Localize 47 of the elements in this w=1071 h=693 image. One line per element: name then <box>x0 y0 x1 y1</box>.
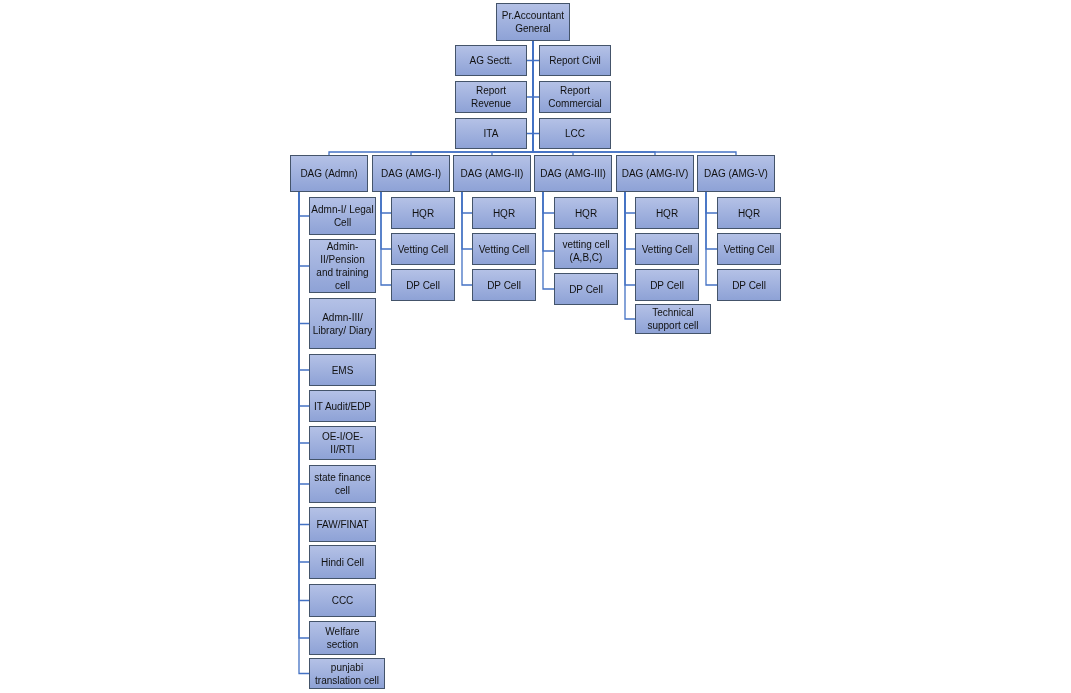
org-box: Admn-III/ Library/ Diary <box>309 298 376 349</box>
org-box: EMS <box>309 354 376 386</box>
org-box: ITA <box>455 118 527 149</box>
org-box: DAG (AMG-I) <box>372 155 450 192</box>
org-box: HQR <box>554 197 618 229</box>
org-box: DAG (Admn) <box>290 155 368 192</box>
connector-line <box>532 40 737 156</box>
org-box: DP Cell <box>717 269 781 301</box>
org-box: HQR <box>472 197 536 229</box>
org-box: Hindi Cell <box>309 545 376 579</box>
connector-line <box>542 191 555 290</box>
org-box: DP Cell <box>472 269 536 301</box>
org-box: punjabi translation cell <box>309 658 385 689</box>
org-box: Vetting Cell <box>717 233 781 265</box>
org-box: DP Cell <box>391 269 455 301</box>
org-box: Technical support cell <box>635 304 711 334</box>
org-box: HQR <box>717 197 781 229</box>
org-box: DP Cell <box>635 269 699 301</box>
org-box: Admin-II/Pension and training cell <box>309 239 376 293</box>
connector-line <box>624 191 636 320</box>
org-box: Admn-I/ Legal Cell <box>309 197 376 235</box>
org-box: AG Sectt. <box>455 45 527 76</box>
org-box: HQR <box>635 197 699 229</box>
org-box: Report Civil <box>539 45 611 76</box>
org-box: DAG (AMG-V) <box>697 155 775 192</box>
org-box: Welfare section <box>309 621 376 655</box>
org-box: state finance cell <box>309 465 376 503</box>
connector-line <box>380 191 392 286</box>
org-box: Report Revenue <box>455 81 527 113</box>
org-box: LCC <box>539 118 611 149</box>
org-box: vetting cell (A,B,C) <box>554 233 618 269</box>
org-box: Report Commercial <box>539 81 611 113</box>
org-box: Vetting Cell <box>472 233 536 265</box>
org-box: Pr.Accountant General <box>496 3 570 41</box>
connector-line <box>705 191 718 286</box>
org-box: Vetting Cell <box>635 233 699 265</box>
org-box: OE-I/OE-II/RTI <box>309 426 376 460</box>
connector-line <box>461 191 473 286</box>
org-box: Vetting Cell <box>391 233 455 265</box>
org-box: FAW/FINAT <box>309 507 376 542</box>
org-box: DAG (AMG-II) <box>453 155 531 192</box>
org-box: DAG (AMG-III) <box>534 155 612 192</box>
org-box: CCC <box>309 584 376 617</box>
org-box: HQR <box>391 197 455 229</box>
org-box: DP Cell <box>554 273 618 305</box>
org-box: IT Audit/EDP <box>309 390 376 422</box>
org-box: DAG (AMG-IV) <box>616 155 694 192</box>
